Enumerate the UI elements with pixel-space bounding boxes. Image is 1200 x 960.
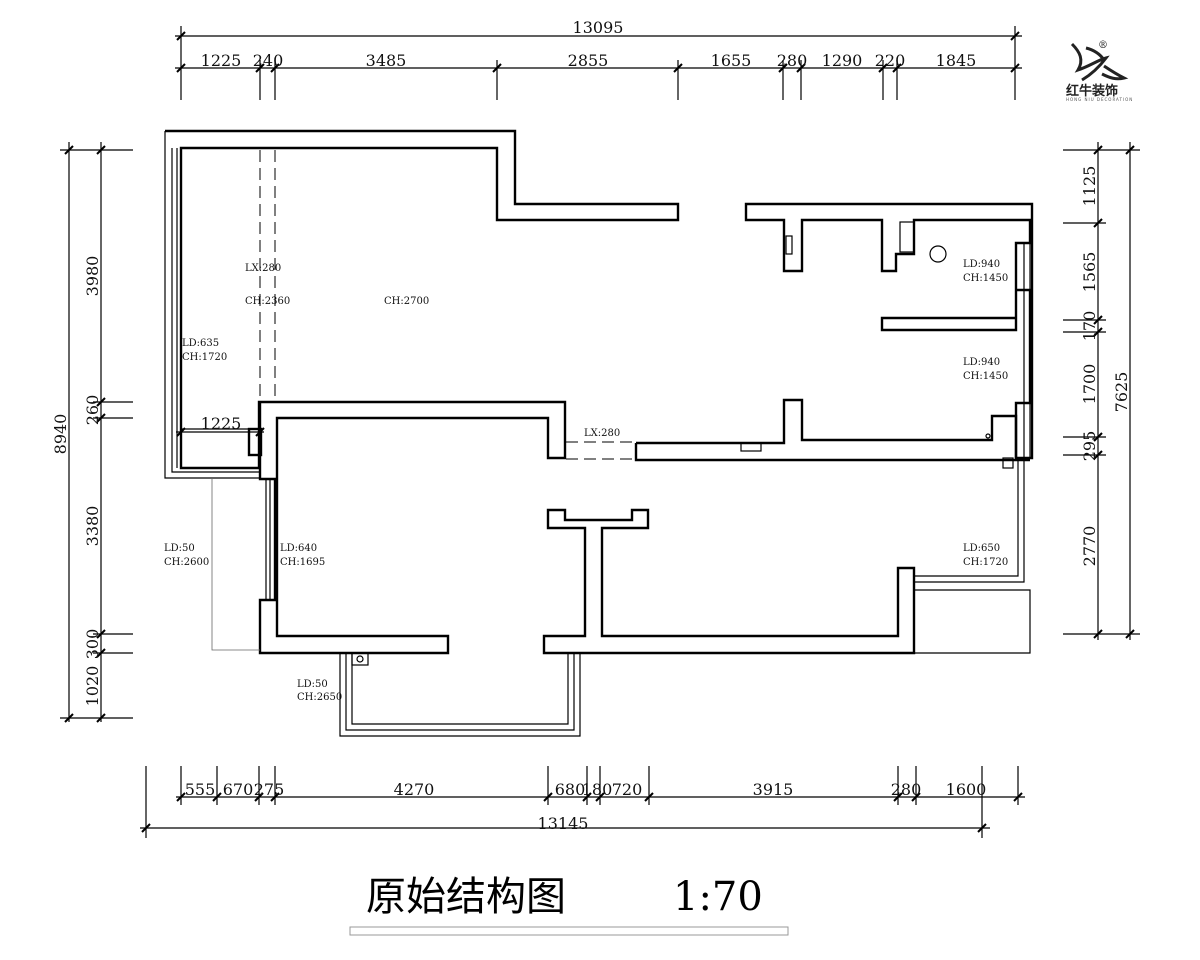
- top-seg-label: 1290: [822, 51, 863, 70]
- annotation: CH:2600: [164, 557, 209, 568]
- bottom-seg-label: 280: [891, 780, 922, 799]
- bottom-seg-label: 555: [185, 780, 216, 799]
- annotation: CH:1720: [963, 557, 1008, 568]
- right-seg-label: 1125: [1080, 166, 1099, 207]
- bottom-seg-label: 1600: [946, 780, 987, 799]
- annotation: LD:940: [963, 357, 1000, 368]
- right-total-label: 7625: [1112, 372, 1131, 413]
- room-annotations: LX:280 CH:2360 CH:2700 LD:635 CH:1720 LD…: [164, 259, 1008, 703]
- annotation: CH:1450: [963, 371, 1008, 382]
- top-seg-label: 2855: [568, 51, 609, 70]
- top-seg-label: 3485: [366, 51, 407, 70]
- right-seg-label: 1565: [1080, 252, 1099, 293]
- left-seg-label: 3980: [83, 256, 102, 297]
- left-seg-label: 300: [83, 629, 102, 660]
- annotation: LD:640: [280, 543, 317, 554]
- left-total-label: 8940: [51, 414, 70, 455]
- drawing-title-name: 原始结构图: [366, 874, 566, 920]
- inner-dimension-label: 1225: [201, 414, 242, 433]
- annotation: LX:280: [245, 263, 281, 274]
- bottom-seg-label: 180: [582, 780, 613, 799]
- annotation: CH:1720: [182, 352, 227, 363]
- annotation: LD:50: [297, 679, 328, 690]
- annotation: CH:2650: [297, 692, 342, 703]
- top-seg-label: 1225: [201, 51, 242, 70]
- wall-outline: [164, 129, 1034, 737]
- bottom-seg-label: 670: [223, 780, 254, 799]
- drawing-scale: 1:70: [673, 874, 763, 920]
- kitchen-wall: [542, 508, 916, 655]
- bedroom-wall: [744, 202, 1034, 460]
- top-dimension-chain: 13095 1225 240 3485 2855 1655 280 1290 2…: [175, 18, 1022, 100]
- left-seg-label: 1020: [83, 666, 102, 707]
- bottom-seg-label: 3915: [753, 780, 794, 799]
- bull-logo-icon: [1070, 42, 1129, 82]
- annotation: LD:650: [963, 543, 1000, 554]
- title-underline: [349, 926, 789, 936]
- top-seg-label: 220: [875, 51, 906, 70]
- left-dimension-chain: 8940 3980 260 3380 300 1020: [51, 142, 133, 723]
- brand-logo: ® 红牛装饰 HONG NIU DECORATION: [1066, 40, 1133, 102]
- brand-tagline: HONG NIU DECORATION: [1066, 97, 1133, 102]
- annotation: CH:2700: [384, 296, 429, 307]
- right-seg-label: 1700: [1080, 364, 1099, 405]
- bottom-dimension-chain: 555 670 275 4270 680 180 720 3915 280 16…: [140, 766, 1025, 838]
- right-dimension-chain: 7625 1125 1565 170 1700 295 2770: [1063, 142, 1140, 640]
- right-seg-label: 2770: [1080, 526, 1099, 567]
- bottom-seg-label: 680: [555, 780, 586, 799]
- registered-mark: ®: [1098, 40, 1108, 51]
- right-seg-label: 295: [1080, 431, 1099, 462]
- bottom-total-label: 13145: [538, 814, 589, 833]
- top-seg-label: 1845: [936, 51, 977, 70]
- brand-name: 红牛装饰: [1066, 83, 1118, 99]
- bottom-seg-label: 275: [254, 780, 285, 799]
- bottom-seg-label: 720: [612, 780, 643, 799]
- left-seg-label: 260: [83, 395, 102, 426]
- annotation: CH:1695: [280, 557, 325, 568]
- drawing-title: 原始结构图 1:70: [349, 874, 789, 936]
- top-total-label: 13095: [573, 18, 624, 37]
- bottom-seg-label: 4270: [394, 780, 435, 799]
- left-seg-label: 3380: [83, 506, 102, 547]
- annotation: CH:1450: [963, 273, 1008, 284]
- top-seg-label: 280: [777, 51, 808, 70]
- inner-dimension: 1225: [176, 414, 265, 437]
- annotation: LD:635: [182, 338, 219, 349]
- annotation: LD:940: [963, 259, 1000, 270]
- right-seg-label: 170: [1080, 311, 1099, 342]
- top-seg-label: 1655: [711, 51, 752, 70]
- annotation: CH:2360: [245, 296, 290, 307]
- top-seg-label: 240: [253, 51, 284, 70]
- living-room-wall: [165, 129, 680, 655]
- annotation: LD:50: [164, 543, 195, 554]
- annotation: LX:280: [584, 428, 620, 439]
